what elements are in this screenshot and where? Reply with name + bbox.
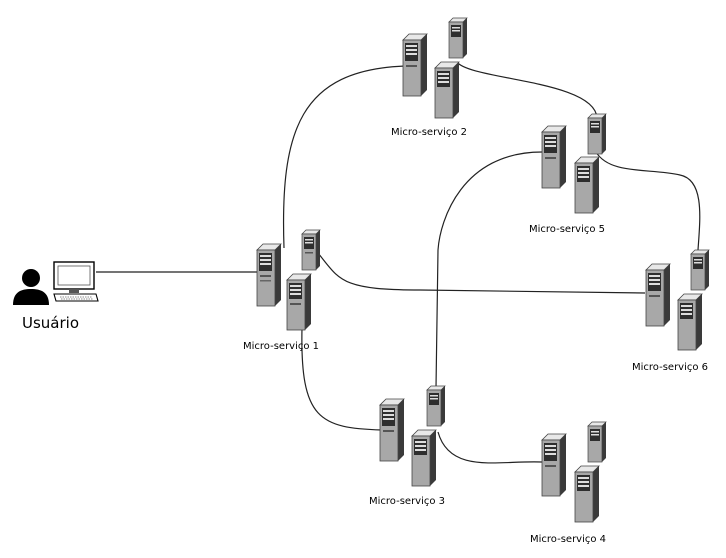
- link-ms1-ms3: [301, 327, 383, 431]
- server-icon: [689, 248, 711, 297]
- service-label-3: Micro-serviço 3: [369, 496, 446, 507]
- link-ms3-ms4: [437, 431, 543, 464]
- server-icon: [586, 420, 608, 469]
- server-icon: [425, 384, 447, 433]
- person-icon: [13, 269, 49, 305]
- service-label-2: Micro-serviço 2: [391, 127, 468, 138]
- desktop-computer-icon: [52, 261, 100, 308]
- server-icon: [409, 428, 439, 493]
- service-label-4: Micro-serviço 4: [530, 534, 607, 545]
- service-label-6: Micro-serviço 6: [632, 362, 709, 373]
- server-icon: [675, 292, 705, 357]
- link-ms1-ms2: [282, 65, 406, 249]
- server-icon: [432, 60, 462, 125]
- server-icon: [586, 112, 608, 161]
- service-label-1: Micro-serviço 1: [243, 341, 320, 352]
- link-ms5-ms6: [595, 151, 701, 251]
- server-icon: [284, 272, 314, 337]
- service-label-5: Micro-serviço 5: [529, 224, 606, 235]
- server-icon: [447, 16, 469, 65]
- server-icon: [254, 242, 284, 313]
- server-icon: [400, 32, 430, 103]
- user-label: Usuário: [22, 314, 80, 332]
- server-icon: [572, 155, 602, 220]
- server-icon: [572, 464, 602, 529]
- server-icon: [539, 124, 569, 195]
- link-ms5-ms3: [435, 151, 543, 389]
- server-icon: [643, 262, 673, 333]
- link-ms2-ms5: [456, 61, 598, 119]
- server-icon: [539, 432, 569, 503]
- link-ms1-ms6: [317, 252, 646, 294]
- server-icon: [300, 228, 322, 277]
- server-icon: [377, 397, 407, 468]
- user-node: [10, 262, 100, 313]
